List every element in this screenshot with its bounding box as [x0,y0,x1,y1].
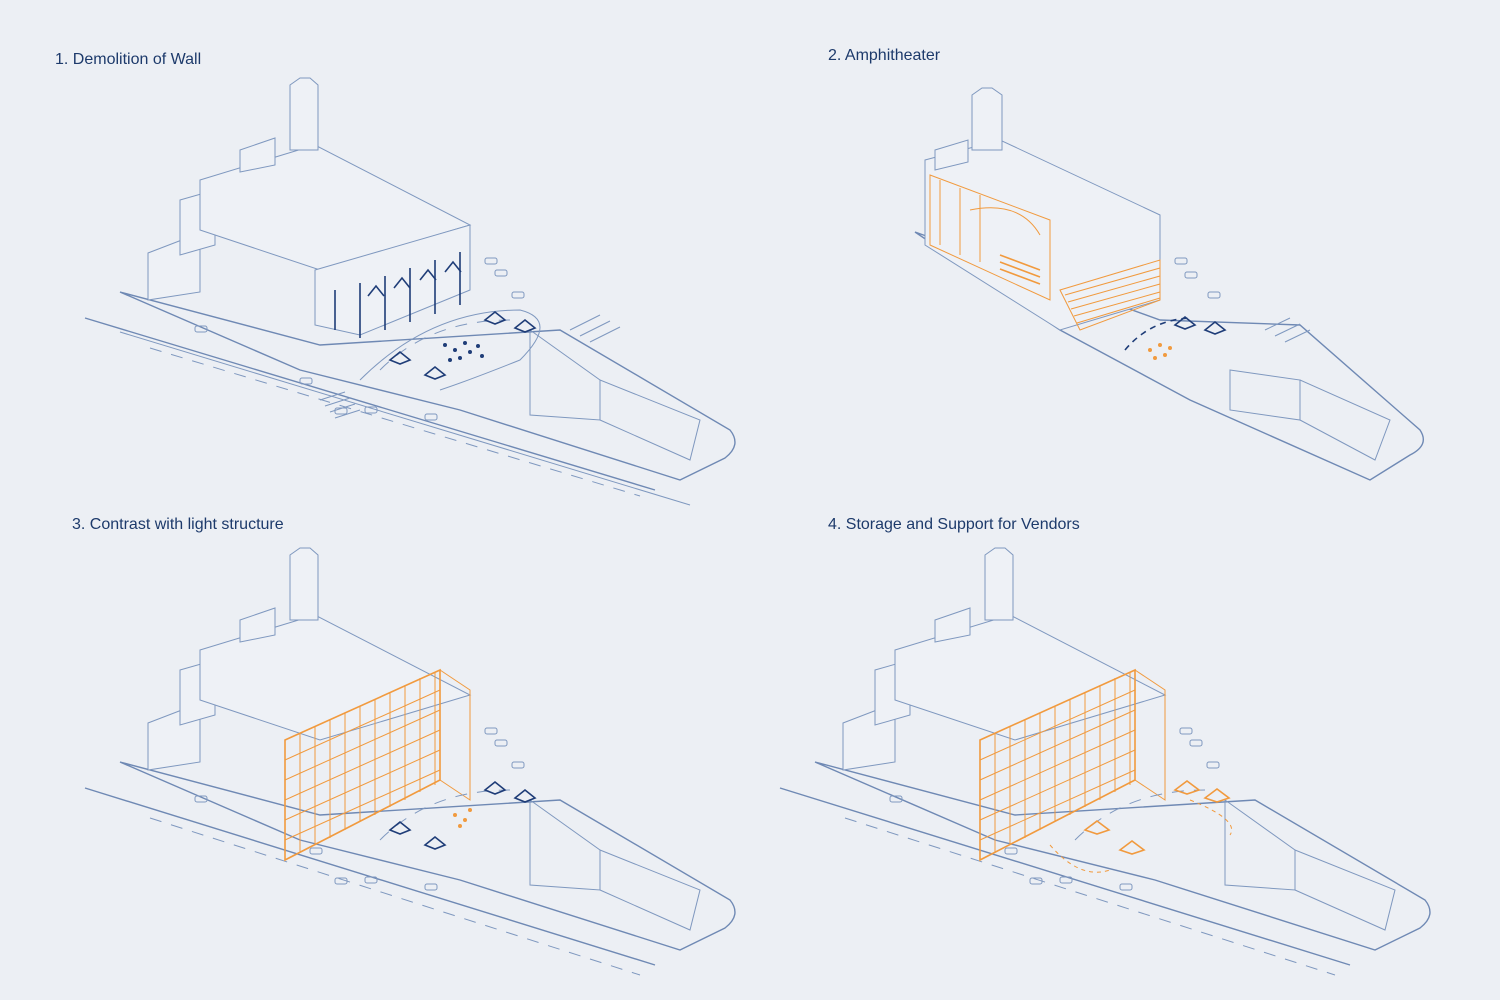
panel-2-ground [914,231,1424,481]
panel-1-plaza [359,309,541,391]
panel-2-amphitheater-stage [929,174,1051,301]
panel-1-facade-arches [334,252,462,338]
panel-4-building-mass [842,547,1167,771]
panel-4-light-structure [979,668,1166,862]
panel-3-building-mass [147,547,472,771]
panel-1-building-mass [147,77,472,336]
panel-1-ground [84,291,736,506]
panel-2-building-cut [924,87,1161,331]
panel-2-plaza [1124,315,1227,360]
panel-4-vendor-kiosks [1049,780,1232,873]
panel-4-title: 4. Storage and Support for Vendors [828,516,1080,533]
panel-1-title: 1. Demolition of Wall [55,51,202,68]
panel-3-cars [194,727,525,891]
panel-3-light-structure [284,668,471,862]
panel-1-cars [194,257,525,421]
panel-4-ground [779,761,1431,976]
panel-3-title: 3. Contrast with light structure [72,516,284,533]
panel-2-cars [1174,257,1221,299]
panel-2-title: 2. Amphitheater [828,47,941,64]
panel-2-seating [1059,259,1161,331]
panel-3-plaza [379,780,537,850]
panel-4-cars [889,727,1220,891]
